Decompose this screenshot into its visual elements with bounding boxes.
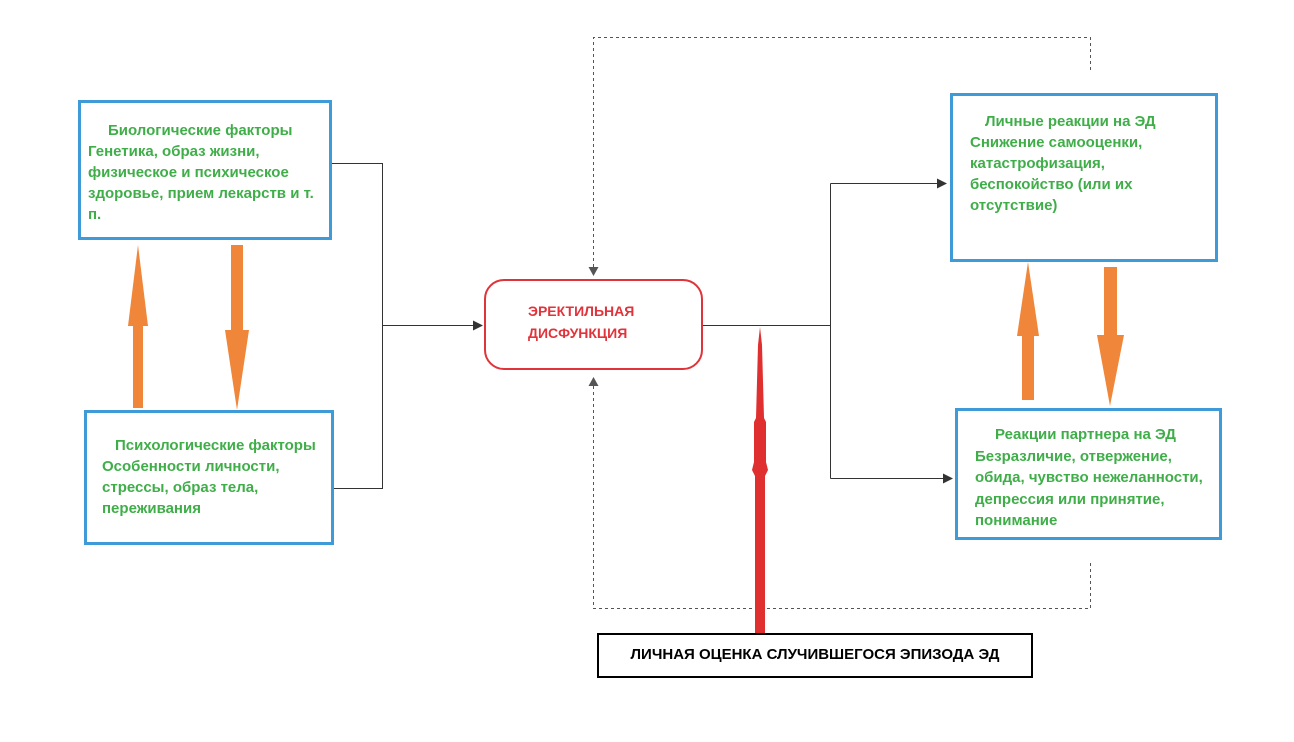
factors-to-dysfunction-arrowhead-icon [473,320,483,331]
psychological-factors-line: переживания [102,500,201,517]
bottom-feedback-arrowhead-icon [588,377,599,386]
left-factors-bracket-connector [332,163,383,489]
partner-reactions-line: депрессия или принятие, [975,490,1165,508]
partner-reactions-line: обида, чувство нежеланности, [975,469,1203,486]
psychological-to-biological-arrow-icon [128,245,148,408]
erectile-dysfunction-label-line: ЭРЕКТИЛЬНАЯ [528,303,635,319]
erectile-dysfunction-node: ЭРЕКТИЛЬНАЯ ДИСФУНКЦИЯ [484,279,703,370]
biological-factors-line: п. [88,206,102,223]
personal-reactions-box: Личные реакции на ЭД Снижение самооценки… [950,93,1218,262]
biological-factors-title: Биологические факторы [108,122,293,139]
personal-to-partner-arrow-icon [1097,267,1124,406]
partner-reactions-title: Реакции партнера на ЭД [995,426,1176,443]
personal-reactions-line: беспокойство (или их [970,176,1133,193]
biological-factors-line: здоровье, прием лекарств и т. [88,185,314,202]
personal-reactions-line: отсутствие) [970,197,1058,214]
psychological-factors-box: Психологические факторы Особенности личн… [84,410,334,545]
biological-factors-line: Генетика, образ жизни, [88,143,260,160]
erectile-dysfunction-label-line: ДИСФУНКЦИЯ [528,325,628,341]
to-partner-reactions-arrowhead-icon [943,473,953,484]
bottom-feedback-dashed-connector [593,386,1091,609]
top-feedback-dashed-connector [593,37,1091,267]
psychological-factors-title: Психологические факторы [115,437,316,454]
partner-reactions-line: понимание [975,512,1058,529]
partner-reactions-line: Безразличие, отвержение, [975,447,1172,465]
personal-reactions-title: Личные реакции на ЭД [985,113,1156,130]
personal-reactions-line: Снижение самооценки, [970,134,1143,151]
psychological-factors-line: Особенности личности, [102,458,280,475]
biological-to-psychological-arrow-icon [225,245,249,410]
top-feedback-arrowhead-icon [588,267,599,276]
biological-factors-box: Биологические факторы Генетика, образ жи… [78,100,332,240]
partner-reactions-box: Реакции партнера на ЭД Безразличие, отве… [955,408,1222,540]
personal-evaluation-label: ЛИЧНАЯ ОЦЕНКА СЛУЧИВШЕГОСЯ ЭПИЗОДА ЭД [630,646,1000,663]
partner-to-personal-arrow-icon [1017,262,1039,400]
personal-evaluation-box: ЛИЧНАЯ ОЦЕНКА СЛУЧИВШЕГОСЯ ЭПИЗОДА ЭД [597,633,1033,678]
psychological-factors-line: стрессы, образ тела, [102,479,259,496]
evaluation-to-dysfunction-arrow-icon [752,327,768,633]
biological-factors-line: физическое и психическое [88,164,289,181]
to-personal-reactions-arrowhead-icon [937,178,947,189]
personal-reactions-line: катастрофизация, [970,155,1105,172]
